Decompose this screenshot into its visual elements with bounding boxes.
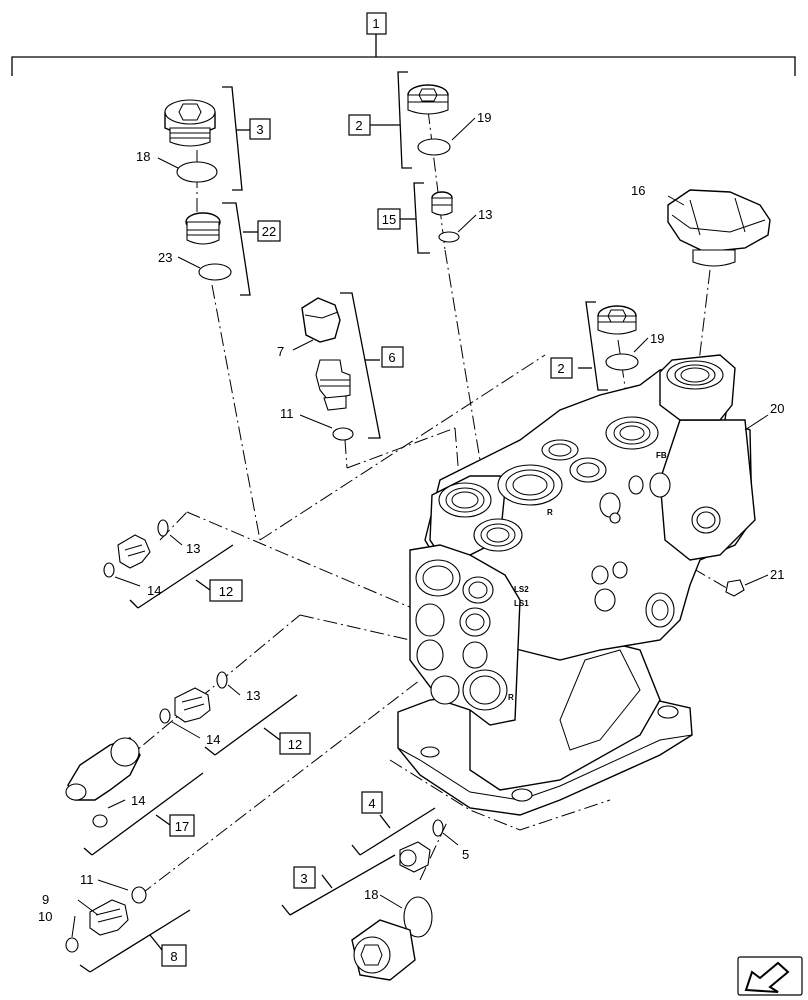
- callout-11-lower: 11: [80, 872, 94, 887]
- callout-box-6: 6: [381, 346, 404, 368]
- cap-16: [667, 189, 771, 267]
- callout-18-lower: 18: [364, 887, 378, 902]
- o-ring-23: [198, 263, 232, 281]
- svg-text:12: 12: [219, 584, 233, 599]
- svg-text:17: 17: [175, 819, 189, 834]
- callout-10: 10: [38, 909, 52, 924]
- svg-text:22: 22: [262, 224, 276, 239]
- callout-21: 21: [770, 567, 784, 582]
- callout-box-3-upper: 3: [249, 118, 271, 140]
- valve-body: R FB LS2 LS1 R: [397, 354, 756, 816]
- svg-text:8: 8: [170, 949, 177, 964]
- plug-group-2-right: [578, 301, 649, 391]
- callout-box-1: 1: [366, 12, 387, 35]
- plain-callouts: 18 23 19 13 16 19 20 21 7 11 13 14 13 14…: [38, 110, 784, 924]
- callout-box-8: 8: [161, 944, 187, 967]
- plug-group-2: [370, 71, 477, 254]
- callout-11-upper: 11: [280, 406, 294, 421]
- callout-box-17: 17: [169, 814, 195, 837]
- callout-14-upper: 14: [147, 583, 161, 598]
- callout-13-mid: 13: [186, 541, 200, 556]
- callout-box-12-upper: 12: [209, 579, 243, 602]
- fitting-group-6: [292, 292, 381, 441]
- svg-text:2: 2: [557, 361, 564, 376]
- body-marking-r-lower: R: [508, 693, 514, 702]
- assembly-bracket-1: [11, 34, 796, 76]
- callout-9: 9: [42, 892, 49, 907]
- body-marking-ls2: LS2: [514, 585, 529, 594]
- callout-box-15: 15: [377, 208, 401, 230]
- svg-text:3: 3: [300, 871, 307, 886]
- callout-5: 5: [462, 847, 469, 862]
- svg-text:6: 6: [388, 350, 395, 365]
- plug-group-4: [351, 807, 459, 873]
- fitting-group-12-lower: [159, 671, 298, 756]
- callout-14-mid: 14: [206, 732, 220, 747]
- svg-text:15: 15: [382, 212, 396, 227]
- o-ring-13-upper: [438, 231, 460, 243]
- callout-23: 23: [158, 250, 172, 265]
- svg-text:3: 3: [256, 122, 263, 137]
- fitting-group-8: [65, 879, 191, 973]
- svg-text:4: 4: [368, 796, 375, 811]
- callout-13-upper: 13: [478, 207, 492, 222]
- o-ring-19-upper: [417, 138, 451, 156]
- callout-box-22: 22: [257, 220, 281, 242]
- callout-box-2-right: 2: [550, 357, 573, 379]
- svg-text:2: 2: [355, 118, 362, 133]
- screw-21: [725, 574, 769, 597]
- callout-box-4: 4: [361, 791, 383, 814]
- callout-20: 20: [770, 401, 784, 416]
- o-ring-18-upper: [176, 161, 218, 183]
- o-ring-19-right: [605, 353, 639, 371]
- elbow-fitting-17: [65, 737, 204, 856]
- svg-text:12: 12: [288, 737, 302, 752]
- o-ring-11-upper: [332, 427, 354, 441]
- body-marking-ls1: LS1: [514, 599, 529, 608]
- body-marking-r-upper: R: [547, 508, 553, 517]
- plug-group-3: [157, 86, 258, 296]
- boxed-callouts: 1 3 22 2 15 6 2 12 12 17 8 4 3: [161, 12, 573, 967]
- callout-box-3-lower: 3: [293, 866, 316, 889]
- body-marking-fb: FB: [656, 451, 667, 460]
- fitting-group-12-upper: [103, 519, 234, 609]
- callout-18-upper: 18: [136, 149, 150, 164]
- callout-19-right: 19: [650, 331, 664, 346]
- callout-14-lower: 14: [131, 793, 145, 808]
- navigation-arrow-icon[interactable]: [737, 956, 803, 996]
- callout-16: 16: [631, 183, 645, 198]
- svg-text:1: 1: [372, 16, 379, 31]
- callout-box-2-upper: 2: [348, 114, 371, 136]
- callout-box-12-lower: 12: [279, 732, 311, 755]
- o-ring-18-lower: [403, 896, 433, 938]
- callout-13-lower: 13: [246, 688, 260, 703]
- callout-7: 7: [277, 344, 284, 359]
- callout-19-upper: 19: [477, 110, 491, 125]
- plug-group-3-lower: [281, 854, 433, 981]
